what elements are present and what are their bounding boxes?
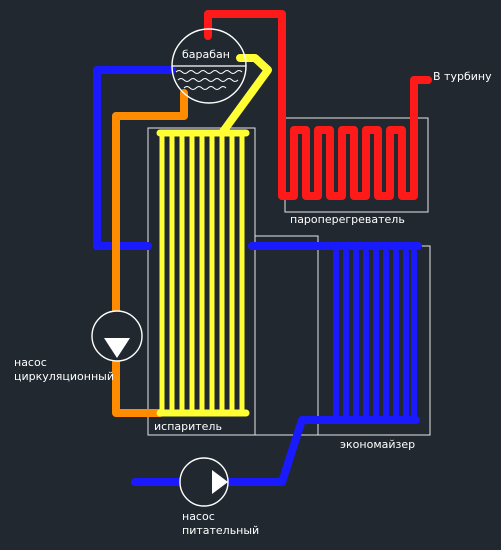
- evaporator-label: испаритель: [154, 420, 222, 433]
- label-line: насос: [14, 356, 47, 369]
- label-line: циркуляционный: [14, 370, 114, 383]
- label-line: насос: [182, 510, 215, 523]
- pump-triangle-icon: [104, 338, 130, 358]
- drum-label: барабан: [182, 48, 230, 61]
- circulation-return-pipe: [112, 358, 164, 417]
- connecting-duct-frame: [254, 235, 319, 436]
- economizer-coil: [330, 249, 420, 424]
- circulation-pump: [91, 310, 143, 362]
- pump-triangle-icon: [212, 470, 228, 494]
- feed-pump: [179, 457, 229, 507]
- to-turbine-label: В турбину: [433, 70, 492, 83]
- circulation-pipe: [112, 89, 188, 314]
- evaporator-tubes: [156, 129, 250, 417]
- label-line: питательный: [182, 524, 259, 537]
- drum: [171, 28, 247, 104]
- economizer-label: экономайзер: [340, 438, 415, 451]
- steam-outlet-pipe: [204, 10, 432, 200]
- superheater-label: пароперегреватель: [290, 213, 405, 226]
- downcomer-pipe: [93, 66, 176, 250]
- riser-pipe: [218, 54, 272, 137]
- feedwater-to-economizer-pipe: [224, 416, 338, 486]
